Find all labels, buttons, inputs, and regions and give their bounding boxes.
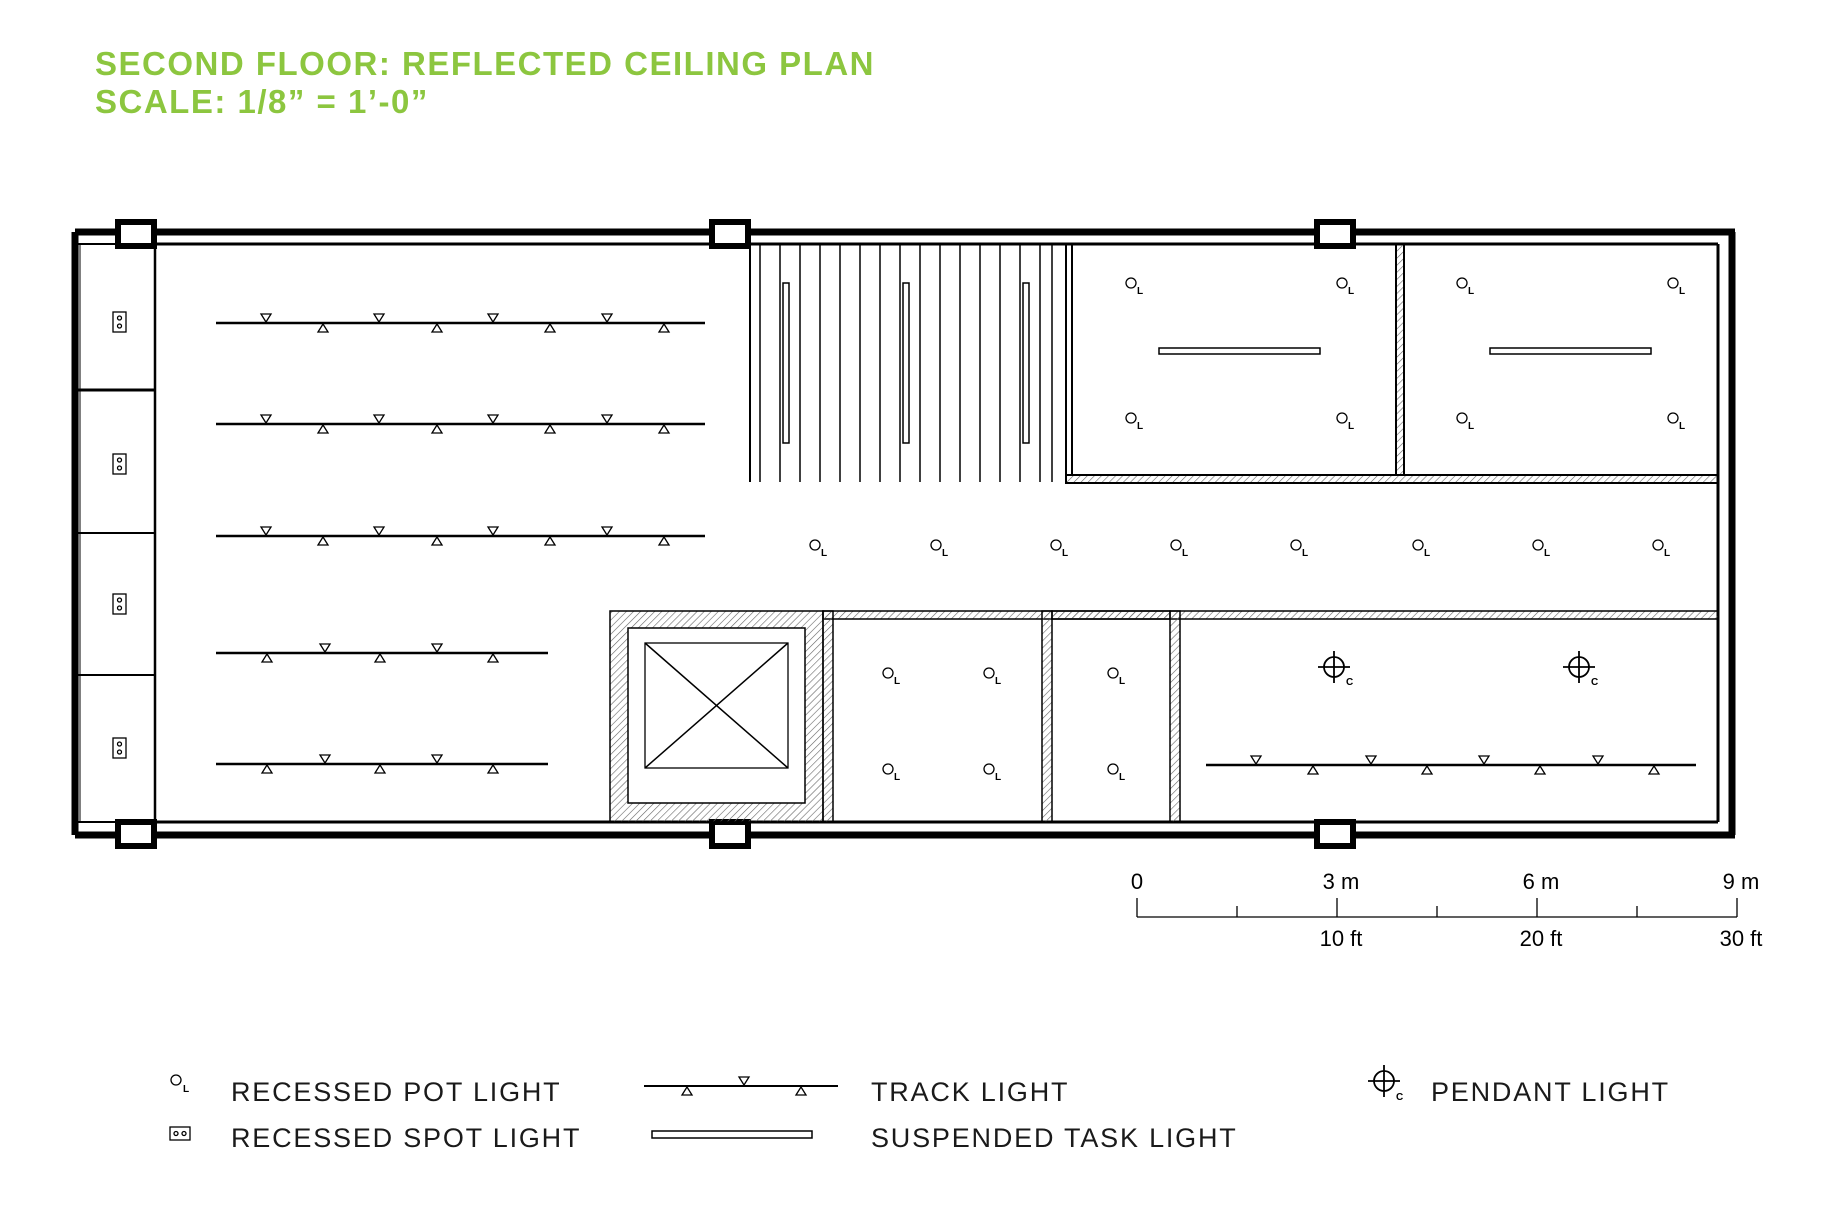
svg-text:C: C <box>1591 677 1598 688</box>
scale-label-3m: 3 m <box>1323 869 1360 894</box>
recessed-pot-light-icon: L <box>1336 277 1354 297</box>
recessed-pot-light-icon: L <box>1667 277 1685 297</box>
building-walls <box>71 228 1736 839</box>
svg-text:L: L <box>1062 548 1068 559</box>
scale-bar <box>1136 898 1738 918</box>
elevator-core <box>609 610 824 823</box>
recessed-spot-light-icon <box>112 593 127 615</box>
upper-right-rooms <box>1065 243 1719 484</box>
recessed-pot-light-icon: L <box>1107 763 1125 783</box>
recessed-pot-light-icon: L <box>170 1074 189 1095</box>
recessed-pot-light-icon: L <box>809 539 827 559</box>
pendant-light-icon: C <box>1318 651 1353 688</box>
svg-text:L: L <box>1468 421 1474 432</box>
recessed-pot-light-icon: L <box>1456 412 1474 432</box>
svg-text:L: L <box>894 772 900 783</box>
recessed-pot-light-icon: L <box>882 667 900 687</box>
recessed-pot-light-icon: L <box>1336 412 1354 432</box>
recessed-pot-light-icon: L <box>1170 539 1188 559</box>
pendant-lights: C C <box>1318 651 1598 688</box>
recessed-pot-light-icon: L <box>1107 667 1125 687</box>
svg-text:L: L <box>1348 421 1354 432</box>
recessed-spot-lights <box>112 311 127 759</box>
svg-text:L: L <box>1424 548 1430 559</box>
recessed-spot-light-icon <box>112 737 127 759</box>
scale-label-6m: 6 m <box>1523 869 1560 894</box>
scale-label-9m: 9 m <box>1723 869 1760 894</box>
scale-label-30ft: 30 ft <box>1720 926 1763 951</box>
plan-title: SECOND FLOOR: REFLECTED CEILING PLAN <box>95 45 875 82</box>
left-bay-partitions <box>77 243 157 823</box>
svg-text:L: L <box>995 772 1001 783</box>
svg-text:L: L <box>1137 421 1143 432</box>
recessed-pot-light-icon: L <box>1412 539 1430 559</box>
legend-suspended-task-light: SUSPENDED TASK LIGHT <box>871 1123 1238 1153</box>
recessed-spot-light-icon <box>112 453 127 475</box>
track-light-lower-right <box>1206 755 1696 775</box>
svg-text:L: L <box>821 548 827 559</box>
recessed-pot-light-icon: L <box>930 539 948 559</box>
recessed-pot-light-icon: L <box>882 763 900 783</box>
svg-text:L: L <box>1137 286 1143 297</box>
legend-recessed-pot-light: RECESSED POT LIGHT <box>231 1077 561 1107</box>
plan-scale-note: SCALE: 1/8” = 1’-0” <box>95 83 429 120</box>
svg-text:L: L <box>1182 548 1188 559</box>
recessed-pot-light-icon: L <box>1456 277 1474 297</box>
scale-label-0m: 0 <box>1131 869 1143 894</box>
svg-text:L: L <box>1348 286 1354 297</box>
structural-columns <box>115 219 1356 849</box>
svg-text:L: L <box>1468 286 1474 297</box>
svg-text:C: C <box>1396 1092 1403 1103</box>
svg-text:C: C <box>1346 677 1353 688</box>
recessed-pot-light-icon: L <box>1050 539 1068 559</box>
legend-track-light: TRACK LIGHT <box>871 1077 1069 1107</box>
lower-right-rooms <box>822 610 1719 823</box>
recessed-spot-light-icon <box>169 1126 191 1141</box>
svg-text:L: L <box>1679 421 1685 432</box>
recessed-pot-light-icon: L <box>1652 539 1670 559</box>
svg-text:L: L <box>183 1084 189 1095</box>
pendant-light-icon: C <box>1368 1065 1403 1103</box>
track-light-icon <box>644 1076 838 1096</box>
pendant-light-icon: C <box>1563 651 1598 688</box>
svg-text:L: L <box>942 548 948 559</box>
suspended-task-lights <box>1158 347 1652 355</box>
scale-label-10ft: 10 ft <box>1320 926 1363 951</box>
recessed-pot-light-icon: L <box>1290 539 1308 559</box>
svg-text:L: L <box>1119 676 1125 687</box>
svg-text:L: L <box>894 676 900 687</box>
legend-recessed-spot-light: RECESSED SPOT LIGHT <box>231 1123 581 1153</box>
scale-label-20ft: 20 ft <box>1520 926 1563 951</box>
svg-text:L: L <box>1119 772 1125 783</box>
track-lights-gallery <box>216 313 705 774</box>
recessed-pot-light-icon: L <box>983 667 1001 687</box>
suspended-task-light-icon <box>651 1130 813 1139</box>
legend: L RECESSED POT LIGHT RECESSED SPOT LIGHT… <box>169 1065 1670 1153</box>
svg-text:L: L <box>1544 548 1550 559</box>
recessed-pot-light-icon: L <box>1532 539 1550 559</box>
legend-pendant-light: PENDANT LIGHT <box>1431 1077 1670 1107</box>
svg-text:L: L <box>995 676 1001 687</box>
recessed-pot-light-icon: L <box>1667 412 1685 432</box>
recessed-spot-light-icon <box>112 311 127 333</box>
recessed-pot-light-icon: L <box>1125 412 1143 432</box>
svg-text:L: L <box>1302 548 1308 559</box>
recessed-pot-light-icon: L <box>1125 277 1143 297</box>
svg-text:L: L <box>1679 286 1685 297</box>
stair <box>749 244 1053 482</box>
recessed-pot-light-icon: L <box>983 763 1001 783</box>
svg-text:L: L <box>1664 548 1670 559</box>
recessed-pot-lights: L L L L L L L L L L L L L L L L L L L L … <box>809 277 1685 783</box>
